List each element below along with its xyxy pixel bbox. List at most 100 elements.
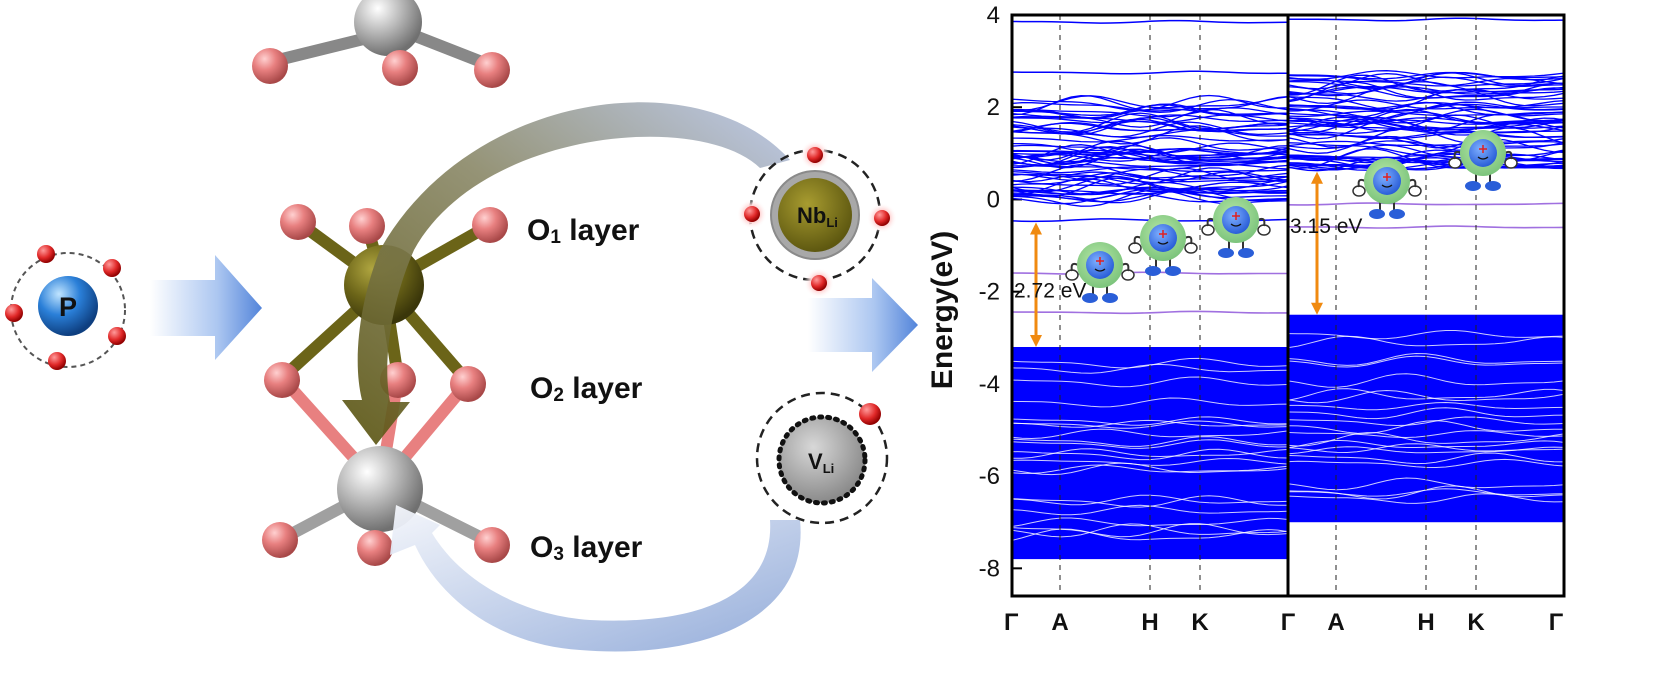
- conduction-band-line: [1289, 148, 1564, 170]
- y-tick-label: -6: [979, 463, 1000, 490]
- plus-sign-icon: [1232, 212, 1240, 220]
- band-texture-line: [1289, 330, 1564, 340]
- foot-icon: [1465, 181, 1481, 191]
- band-texture-line: [1289, 432, 1564, 447]
- dopant-label: P: [59, 292, 77, 322]
- foot-icon: [1145, 266, 1161, 276]
- band-texture-line: [1289, 493, 1564, 504]
- conduction-band-line: [1289, 113, 1564, 132]
- hand-icon: [1448, 157, 1462, 169]
- electron-cartoon-icon: [1128, 215, 1198, 276]
- k-point-label: Γ: [1549, 609, 1564, 636]
- plus-sign-icon: [1096, 257, 1104, 265]
- electron-icons: [5, 245, 126, 370]
- defect-level-line: [1012, 310, 1287, 315]
- electron-halo-icons: [737, 140, 897, 298]
- foot-icon: [1102, 293, 1118, 303]
- conduction-band-line: [1289, 161, 1564, 170]
- conduction-band-line: [1012, 156, 1287, 167]
- conduction-band-line: [1012, 171, 1287, 184]
- right-arrow-icon: [150, 255, 262, 360]
- k-point-label: K: [1191, 609, 1209, 636]
- plus-sign-icon: [1159, 230, 1167, 238]
- y-ticks: 420-2-4-6-8: [979, 2, 1022, 582]
- p-core: [38, 276, 98, 336]
- electron-cartoon-icon: [1201, 197, 1271, 258]
- band-texture-line: [1289, 416, 1564, 427]
- foot-icon: [1485, 181, 1501, 191]
- smile-icon: [1157, 241, 1169, 245]
- curved-arrow-nb: [342, 102, 790, 446]
- conduction-band-line: [1012, 98, 1287, 114]
- hand-icon: [1201, 224, 1215, 236]
- hand-icon: [1352, 185, 1366, 197]
- electron-cartoon-icon: [1352, 158, 1422, 219]
- conduction-band-line: [1012, 120, 1287, 134]
- band-line: [1012, 70, 1287, 75]
- foot-icon: [1238, 248, 1254, 258]
- hand-icon: [1184, 242, 1198, 254]
- band-texture-line: [1012, 523, 1287, 538]
- y-tick-label: 4: [987, 2, 1000, 29]
- arm-icon: [1357, 178, 1366, 188]
- band-texture-line: [1012, 376, 1287, 388]
- o1-layer-label: O1 layer: [527, 214, 640, 248]
- electron-icon: [859, 403, 881, 425]
- conduction-band-line: [1289, 110, 1564, 118]
- layer-labels: O1 layer O2 layer O3 layer: [527, 214, 643, 565]
- gap-arrow-head: [1030, 335, 1042, 347]
- conduction-band-line: [1012, 142, 1287, 154]
- conduction-band-line: [1289, 84, 1564, 105]
- smile-icon: [1094, 268, 1106, 272]
- arm-icon: [1133, 235, 1142, 245]
- arm-icon: [1257, 217, 1266, 227]
- band-panel-right: [1289, 15, 1564, 596]
- o3-layer-label: O3 layer: [530, 531, 643, 565]
- right-arrow-icon-2: [808, 278, 918, 372]
- curved-arrow-v: [390, 505, 801, 652]
- conduction-band-line: [1012, 187, 1287, 195]
- smile-icon: [1477, 156, 1489, 160]
- gap-arrow-head: [1311, 171, 1323, 184]
- y-tick-label: -2: [979, 279, 1000, 306]
- band-texture-line: [1289, 452, 1564, 465]
- band-texture-line: [1012, 363, 1287, 374]
- k-point-label: K: [1467, 609, 1485, 636]
- arm-icon: [1206, 217, 1215, 227]
- hand-icon: [1065, 269, 1079, 281]
- o2-layer-label: O2 layer: [530, 372, 643, 406]
- arm-icon: [1453, 150, 1462, 160]
- foot-icon: [1082, 293, 1098, 303]
- k-point-label: Γ: [1004, 609, 1019, 636]
- band-texture-line: [1289, 420, 1564, 434]
- smile-icon: [1230, 223, 1242, 227]
- plus-sign-icon: [1383, 173, 1391, 181]
- defect-level-line: [1289, 202, 1564, 206]
- plus-sign-icon: [1479, 145, 1487, 153]
- hand-icon: [1128, 242, 1142, 254]
- band-texture-line: [1012, 416, 1287, 426]
- arm-icon: [1070, 262, 1079, 272]
- foot-icon: [1218, 248, 1234, 258]
- v-li-defect: VLi: [755, 391, 889, 525]
- conduction-band-line: [1289, 72, 1564, 90]
- k-point-label: H: [1417, 609, 1434, 636]
- y-tick-label: -8: [979, 555, 1000, 582]
- conduction-band-line: [1289, 140, 1564, 150]
- band-line: [1012, 19, 1287, 24]
- conduction-band-line: [1012, 148, 1287, 169]
- hand-icon: [1257, 224, 1271, 236]
- arm-icon: [1504, 150, 1513, 160]
- k-point-label: A: [1327, 609, 1344, 636]
- electron-cartoon-icon: [1065, 242, 1135, 303]
- hand-icon: [1408, 185, 1422, 197]
- smile-icon: [1381, 184, 1393, 188]
- electron-cartoon-icon: [1448, 130, 1518, 191]
- arm-icon: [1121, 262, 1130, 272]
- gap-arrow-head: [1311, 302, 1323, 315]
- k-point-label: A: [1051, 609, 1068, 636]
- k-point-label: H: [1141, 609, 1158, 636]
- gap-arrow-head: [1030, 222, 1042, 235]
- conduction-band-line: [1289, 123, 1564, 134]
